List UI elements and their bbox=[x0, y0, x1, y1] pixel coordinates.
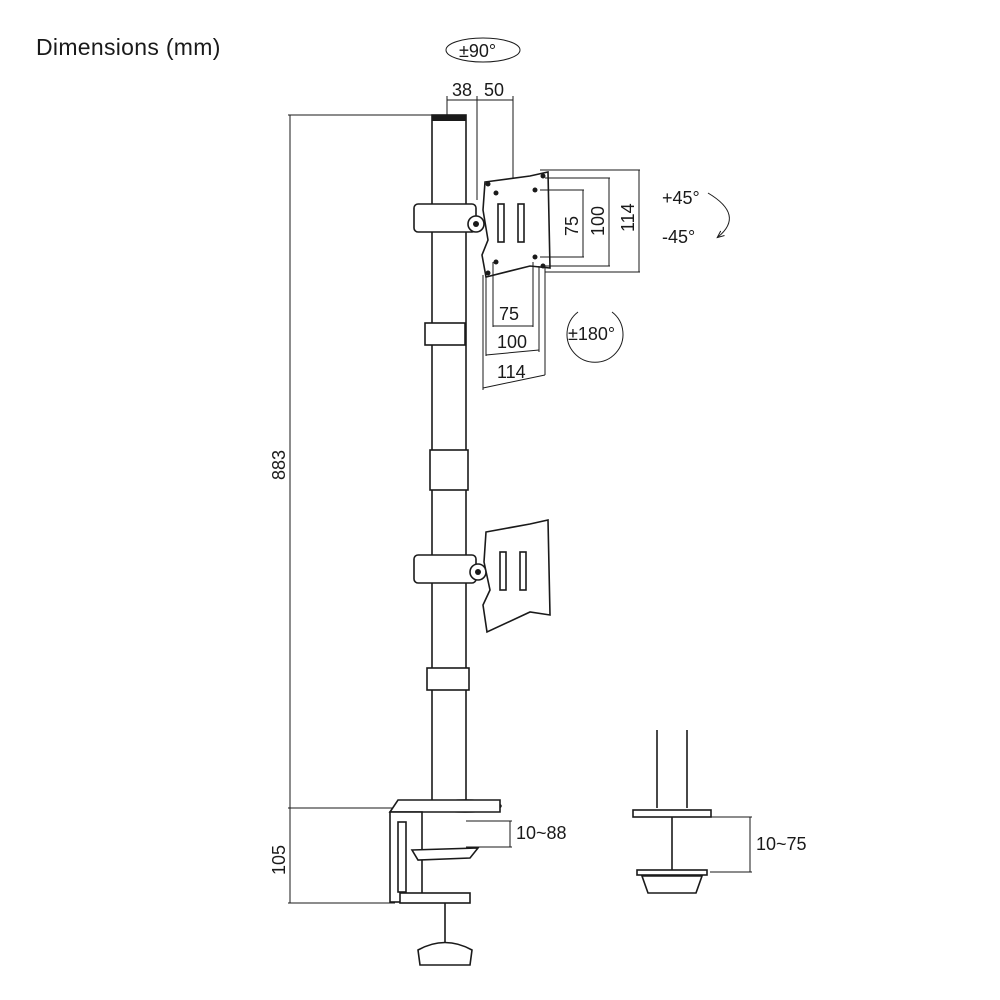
pole-joint bbox=[429, 449, 469, 491]
clamp-height-label: 105 bbox=[269, 845, 289, 875]
grommet-range-label: 10~75 bbox=[756, 834, 807, 854]
vesa-plate bbox=[482, 519, 551, 634]
diagram-title: Dimensions (mm) bbox=[36, 34, 221, 60]
pole-height-label: 883 bbox=[269, 450, 289, 480]
grommet-mount: 10~75 bbox=[632, 730, 807, 894]
swivel-indicator: ±90° bbox=[445, 37, 521, 63]
grommet-knob bbox=[640, 875, 704, 894]
vesa-v-100: 100 bbox=[588, 206, 608, 236]
tilt-indicator: +45° -45° bbox=[662, 188, 730, 247]
cable-clip bbox=[426, 667, 470, 691]
swivel-label: ±90° bbox=[459, 41, 496, 61]
vesa-v-114: 114 bbox=[618, 203, 638, 232]
tilt-down-label: -45° bbox=[662, 227, 695, 247]
rotate-arrow-icon bbox=[566, 311, 624, 363]
clamp-knob bbox=[417, 941, 473, 966]
vesa-v-75: 75 bbox=[562, 216, 582, 236]
swivel-arrow-icon bbox=[445, 37, 521, 63]
upper-vesa-arm bbox=[413, 171, 551, 278]
vesa-plate bbox=[481, 171, 551, 278]
vesa-horizontal-dimensions: 75 100 114 bbox=[482, 262, 546, 390]
clamp-height-dimension: 105 bbox=[269, 808, 395, 904]
tilt-arrow-icon bbox=[707, 192, 730, 237]
tilt-up-label: +45° bbox=[662, 188, 700, 208]
rotation-indicator: ±180° bbox=[566, 311, 624, 363]
vesa-h-75: 75 bbox=[499, 304, 519, 324]
vesa-vertical-dimensions: 75 100 114 bbox=[540, 169, 640, 273]
pole-diameter-label: 38 bbox=[452, 80, 472, 100]
arm-dimensions: 38 50 bbox=[446, 80, 514, 200]
vesa-h-114: 114 bbox=[497, 362, 526, 382]
cable-clip bbox=[424, 322, 466, 346]
clamp-range-label: 10~88 bbox=[516, 823, 567, 843]
desk-clamp: 10~88 bbox=[388, 799, 567, 966]
offset-label: 50 bbox=[484, 80, 504, 100]
pole-height-dimension: 883 bbox=[269, 114, 433, 809]
rotate-label: ±180° bbox=[568, 324, 615, 344]
vesa-h-100: 100 bbox=[497, 332, 527, 352]
lower-vesa-arm bbox=[413, 519, 551, 634]
